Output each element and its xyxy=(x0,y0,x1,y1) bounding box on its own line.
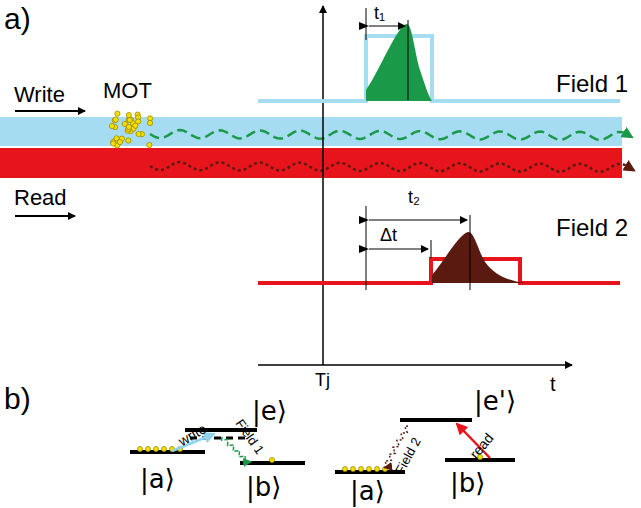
axis-label: t xyxy=(550,374,556,394)
field-name: Field 2 xyxy=(556,216,628,240)
panel-letter: b) xyxy=(4,384,31,414)
atom-dot xyxy=(109,123,114,128)
atom-dot xyxy=(111,141,116,146)
atom-dot xyxy=(133,123,138,128)
beam-name: Write xyxy=(14,84,65,106)
atom-dot xyxy=(126,113,131,118)
atom-dot xyxy=(117,140,122,145)
level-label: |a⟩ xyxy=(350,478,385,504)
level-label: |b⟩ xyxy=(450,470,485,496)
level-label: |b⟩ xyxy=(246,474,281,500)
time-symbol: Δt xyxy=(380,226,397,244)
field-name: Field 1 xyxy=(556,72,628,96)
level-label: |e'⟩ xyxy=(474,388,516,414)
mot-label: MOT xyxy=(103,80,152,102)
beam-name: Read xyxy=(14,187,67,209)
atom-dot xyxy=(113,117,118,122)
transition-label: read xyxy=(467,431,496,461)
time-symbol: t₂ xyxy=(408,188,420,206)
atom-dot xyxy=(115,111,120,116)
level-label: |a⟩ xyxy=(140,466,175,492)
atom-dot xyxy=(112,118,117,123)
level-label: |e⟩ xyxy=(252,398,287,424)
atom-dot xyxy=(126,138,131,143)
atom-dot xyxy=(136,131,141,136)
panel-letter: a) xyxy=(4,4,31,34)
atom-dot xyxy=(126,124,131,129)
atom-dot xyxy=(127,117,132,122)
atom-dot xyxy=(148,120,153,125)
time-symbol: Tj xyxy=(315,371,330,389)
transition-label: Field 2 xyxy=(393,436,423,477)
time-symbol: t₁ xyxy=(374,4,385,22)
atom-dot xyxy=(147,142,152,147)
